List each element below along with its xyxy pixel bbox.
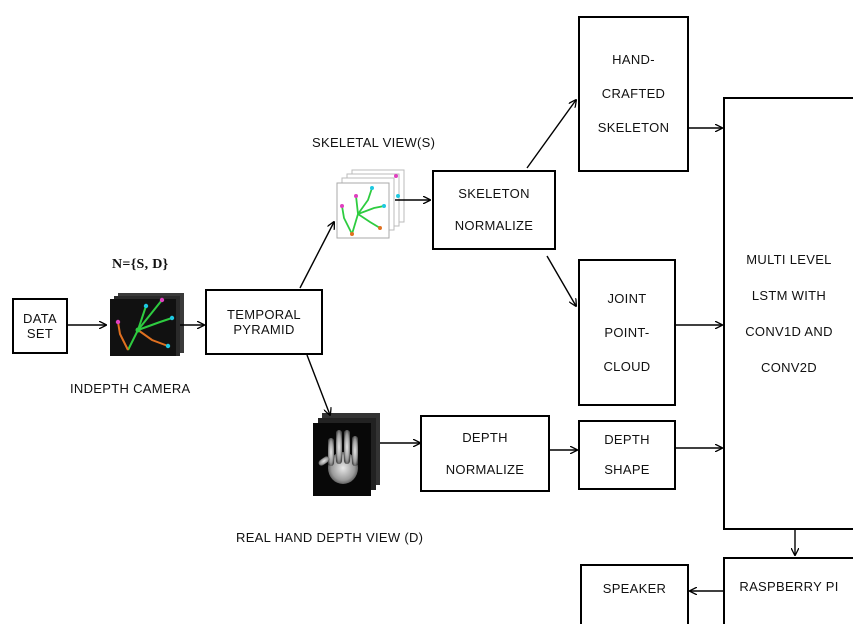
lstm-line-4: CONV2D [761,359,817,375]
depthshape-line-2: SHAPE [604,462,650,477]
handcrafted-line-1: HAND- [612,52,655,67]
dataset-line-1: DATA [23,311,57,326]
handcrafted-skeleton-box: HAND- CRAFTED SKELETON [578,16,689,172]
lstm-line-2: LSTM WITH [751,287,827,303]
lstm-line-1: MULTI LEVEL [746,251,832,267]
depthshape-line-1: DEPTH [604,432,650,447]
jpc-line-3: CLOUD [603,358,651,374]
skelnorm-line-1: SKELETON [458,186,530,201]
skeletal-view-image [336,169,405,239]
temporal-line-1: TEMPORAL [227,307,301,322]
jpc-line-2: POINT- [604,324,650,340]
depthnorm-line-1: DEPTH [462,429,508,445]
raspberry-line-1: RASPBERRY PI [739,579,839,594]
skeletal-view-skeleton [340,174,400,236]
depth-view-image [313,413,380,496]
handcrafted-line-2: CRAFTED [601,86,666,101]
depth-hand-shape [318,430,358,484]
real-depth-view-label: REAL HAND DEPTH VIEW (D) [236,530,424,545]
lstm-line-3: CONV1D AND [745,323,833,339]
jpc-line-1: JOINT [607,290,647,306]
connector-arrows [67,100,795,591]
dataset-box: DATA SET [12,298,68,354]
dataset-line-2: SET [26,326,54,341]
depth-shape-box: DEPTH SHAPE [578,420,676,490]
multi-level-lstm-box: MULTI LEVEL LSTM WITH CONV1D AND CONV2D [723,97,853,530]
indepth-camera-image [110,293,184,356]
camera-skeleton-overlay [115,297,175,351]
arrow-temporal-to-depthview [306,354,330,415]
depth-normalize-box: DEPTH NORMALIZE [420,415,550,492]
joint-point-cloud-box: JOINT POINT- CLOUD [578,259,676,406]
temporal-line-2: PYRAMID [233,322,295,337]
arrow-skelnorm-to-jpc [546,255,576,306]
n-set-label: N={S, D} [112,257,169,272]
arrow-temporal-to-skeletal [299,222,334,289]
depthnorm-line-2: NORMALIZE [445,461,525,477]
arrow-skelnorm-to-handcrafted [526,100,576,169]
skelnorm-line-2: NORMALIZE [454,218,534,233]
speaker-box: SPEAKER [580,564,689,624]
speaker-line-1: SPEAKER [602,581,667,596]
indepth-camera-label: INDEPTH CAMERA [70,381,191,396]
raspberry-pi-box: RASPBERRY PI [723,557,853,624]
handcrafted-line-3: SKELETON [597,120,670,135]
skeletal-view-label: SKELETAL VIEW(S) [312,135,436,150]
temporal-pyramid-box: TEMPORAL PYRAMID [205,289,323,355]
skeleton-normalize-box: SKELETON NORMALIZE [432,170,556,250]
